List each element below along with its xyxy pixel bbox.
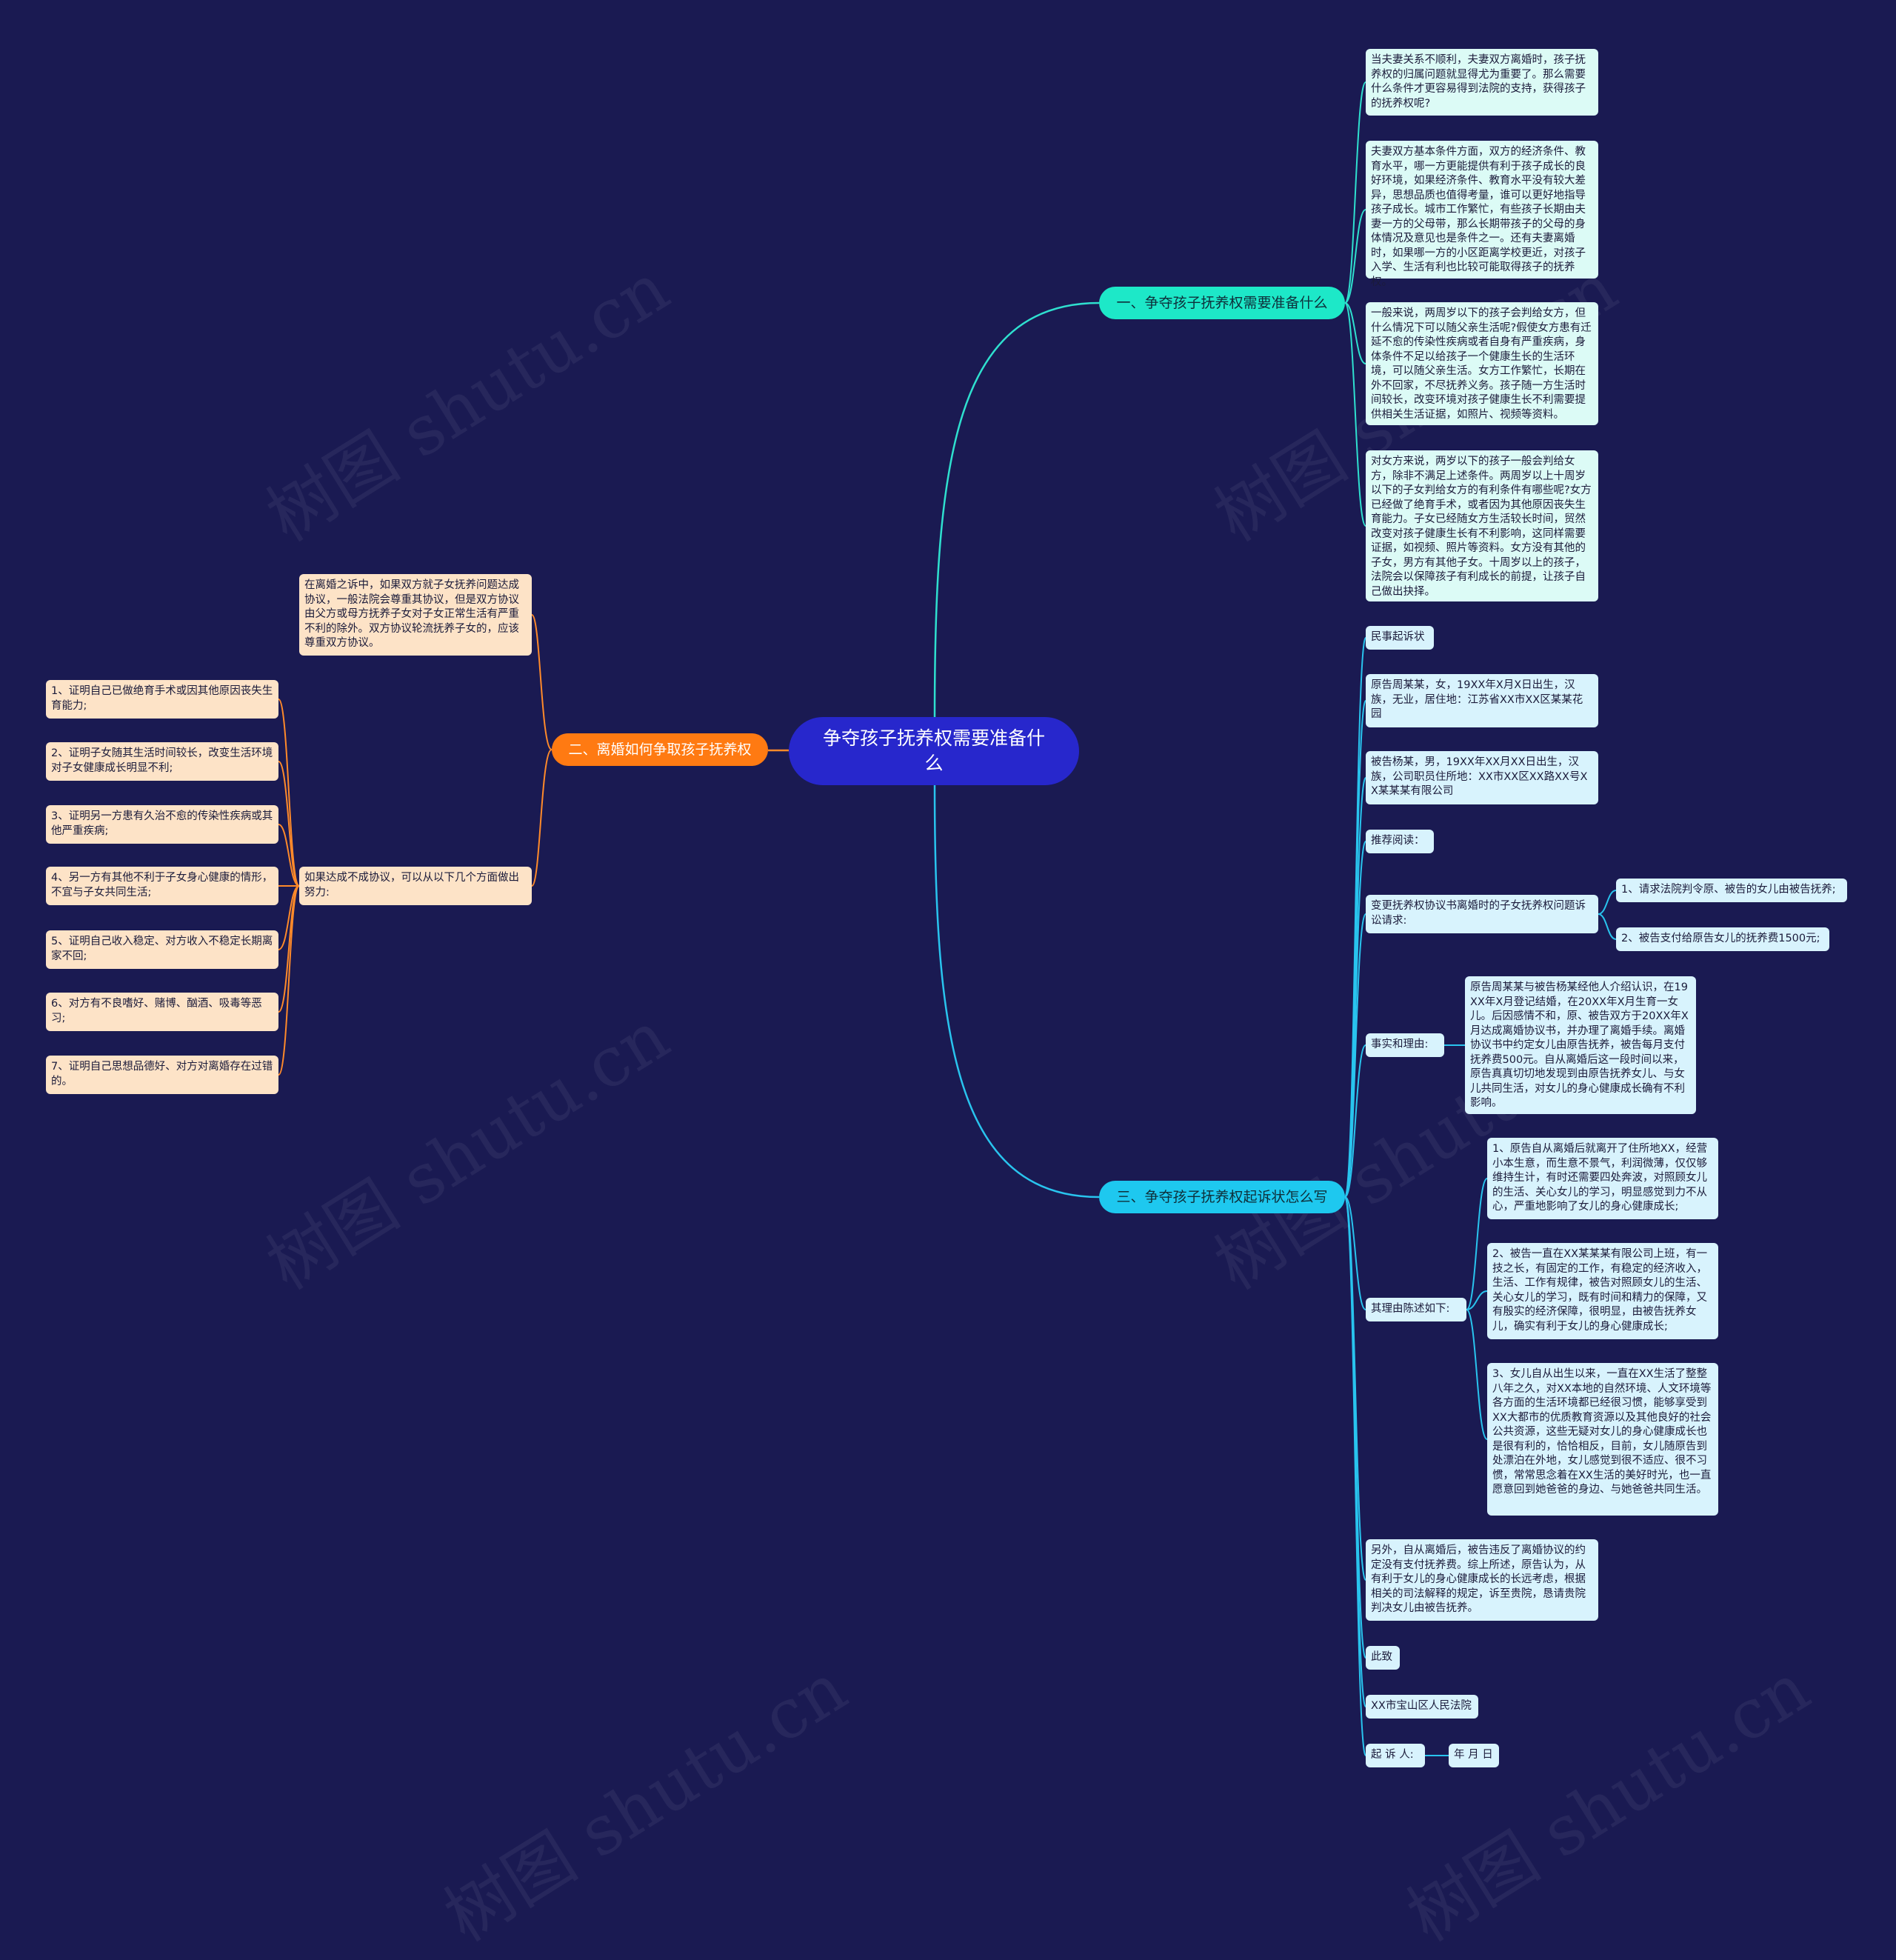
link-b3-child-3: [1344, 777, 1366, 1198]
link-b3-claim-1: [1598, 890, 1617, 915]
leaf-b3-claims-label: 变更抚养权协议书离婚时的子女抚养权问题诉讼请求:: [1366, 895, 1598, 933]
leaf-b3-title: 民事起诉状: [1366, 626, 1434, 650]
root-label: 争夺孩子抚养权需要准备什么: [822, 727, 1045, 774]
connector-lines: [278, 81, 1617, 1756]
leaf-b3-date: 年 月 日: [1449, 1744, 1499, 1767]
mindmap-canvas: 树图 shutu.cn 树图 shutu.cn 树图 shutu.cn 树图 s…: [46, 49, 1847, 1957]
branch-node-3[interactable]: 三、争夺孩子抚养权起诉状怎么写: [1099, 1181, 1345, 1213]
link-b2-no-agreement: [531, 749, 553, 887]
branch-node-2[interactable]: 二、离婚如何争取孩子抚养权: [552, 733, 768, 766]
leaf-b3-claim-1: 1、请求法院判令原、被告的女儿由被告抚养;: [1616, 879, 1847, 902]
leaf-b3-plaintiff: 原告周某某，女，19XX年X月X日出生，汉族，无业，居住地：江苏省XX市XX区某…: [1366, 674, 1598, 727]
link-b3-child-5: [1344, 913, 1366, 1198]
leaf-b2-point-4: 4、另一方有其他不利于子女身心健康的情形，不宜与子女共同生活;: [46, 867, 278, 905]
leaf-b1-2: 夫妻双方基本条件方面，双方的经济条件、教育水平，哪一方更能提供有利于孩子成长的良…: [1366, 141, 1598, 288]
leaf-b2-point-1: 1、证明自己已做绝育手术或因其他原因丧失生育能力;: [46, 680, 278, 719]
leaf-b3-reason-2: 2、被告一直在XX某某某有限公司上班，有一技之长，有固定的工作，有稳定的经济收入…: [1487, 1243, 1718, 1339]
link-root-branch3: [933, 784, 1100, 1199]
leaf-b2-point-5: 5、证明自己收入稳定、对方收入不稳定长期离家不回;: [46, 930, 278, 969]
leaf-b3-facts: 原告周某某与被告杨某经他人介绍认识，在19XX年X月登记结婚，在20XX年X月生…: [1465, 976, 1696, 1114]
leaf-b3-reasons-label: 其理由陈述如下:: [1366, 1298, 1466, 1321]
leaf-b2-point-2: 2、证明子女随其生活时间较长，改变生活环境对子女健康成长明显不利;: [46, 742, 278, 781]
link-b2-point-1: [278, 699, 300, 887]
link-b2-point-5: [278, 885, 300, 950]
link-b2-agreement: [531, 614, 553, 750]
link-b3-reason-3: [1466, 1309, 1488, 1440]
leaf-b3-signer: 起 诉 人:: [1366, 1744, 1425, 1767]
link-b2-point-7: [278, 885, 300, 1076]
link-b1-leaf-1: [1344, 81, 1366, 304]
link-b2-point-3: [278, 824, 300, 887]
leaf-b2-point-7: 7、证明自己思想品德好、对方对离婚存在过错的。: [46, 1056, 278, 1094]
link-root-branch1: [933, 301, 1100, 718]
branch-node-1[interactable]: 一、争夺孩子抚养权需要准备什么: [1099, 287, 1345, 319]
root-node[interactable]: 争夺孩子抚养权需要准备什么: [789, 717, 1079, 785]
leaf-b3-facts-label: 事实和理由:: [1366, 1033, 1444, 1057]
leaf-b3-conclusion: 另外，自从离婚后，被告违反了离婚协议的约定没有支付抚养费。综上所述，原告认为，从…: [1366, 1539, 1598, 1621]
leaf-b2-no-agreement: 如果达成不成协议，可以从以下几个方面做出努力:: [299, 867, 532, 905]
link-b3-child-11: [1344, 1196, 1366, 1756]
link-b2-point-2: [278, 761, 300, 887]
leaf-b2-agreement: 在离婚之诉中，如果双方就子女抚养问题达成协议，一般法院会尊重其协议，但是双方协议…: [299, 574, 532, 656]
leaf-b3-reason-1: 1、原告自从离婚后就离开了住所地XX，经营小本生意，而生意不景气，利润微薄，仅仅…: [1487, 1138, 1718, 1219]
leaf-b3-reason-3: 3、女儿自从出生以来，一直在XX生活了整整八年之久，对XX本地的自然环境、人文环…: [1487, 1363, 1718, 1516]
leaf-b1-3: 一般来说，两周岁以下的孩子会判给女方，但什么情况下可以随父亲生活呢?假使女方患有…: [1366, 302, 1598, 425]
leaf-b2-point-3: 3、证明另一方患有久治不愈的传染性疾病或其他严重疾病;: [46, 805, 278, 844]
leaf-b3-claim-2: 2、被告支付给原告女儿的抚养费1500元;: [1616, 927, 1829, 951]
leaf-b1-1: 当夫妻关系不顺利，夫妻双方离婚时，孩子抚养权的归属问题就显得尤为重要了。那么需要…: [1366, 49, 1598, 116]
leaf-b3-defendant: 被告杨某，男，19XX年XX月XX日出生，汉族，公司职员住所地：XX市XX区XX…: [1366, 751, 1598, 804]
link-b1-leaf-4: [1344, 302, 1366, 527]
link-b3-child-6: [1344, 1044, 1366, 1198]
link-b1-leaf-3: [1344, 302, 1366, 364]
leaf-b3-salute: 此致: [1366, 1646, 1400, 1670]
leaf-b3-recommend: 推荐阅读：: [1366, 830, 1434, 853]
leaf-b2-point-6: 6、对方有不良嗜好、赌博、酗酒、吸毒等恶习;: [46, 993, 278, 1031]
link-b3-claim-2: [1598, 913, 1617, 940]
leaf-b1-4: 对女方来说，两岁以下的孩子一般会判给女方，除非不满足上述条件。两周岁以上十周岁以…: [1366, 450, 1598, 601]
link-b3-reason-2: [1466, 1290, 1488, 1310]
leaf-b3-court: XX市宝山区人民法院: [1366, 1695, 1478, 1719]
link-b3-child-7: [1344, 1196, 1366, 1310]
link-b1-leaf-2: [1344, 209, 1366, 304]
link-b3-reason-1: [1466, 1178, 1488, 1310]
